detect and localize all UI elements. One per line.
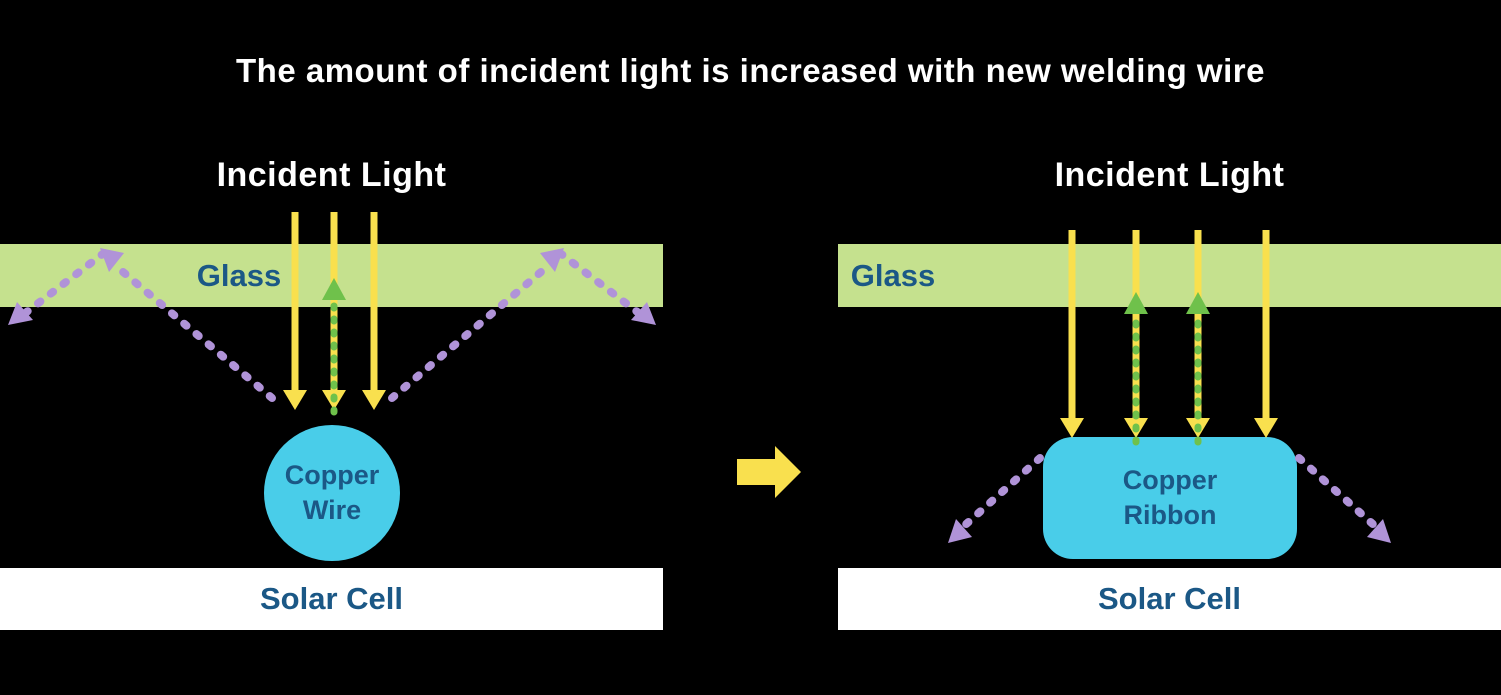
right-incident-light-label: Incident Light <box>1054 156 1285 194</box>
left-solar-cell-label: Solar Cell <box>260 581 403 616</box>
left-glass-label: Glass <box>196 257 282 293</box>
transform-arrow-icon <box>737 446 801 498</box>
right-reflected-ray-icon <box>1124 292 1210 446</box>
right-solar-cell-label: Solar Cell <box>1098 581 1241 616</box>
left-solar-cell-bar: Solar Cell <box>0 568 663 630</box>
diagram-title: The amount of incident light is increase… <box>236 52 1265 89</box>
left-incident-light-label: Incident Light <box>216 156 447 194</box>
copper-ribbon-label-line2: Ribbon <box>1123 500 1217 530</box>
right-glass-bar <box>838 244 1501 307</box>
copper-wire-label-line2: Wire <box>302 495 362 525</box>
copper-wire-label-line1: Copper <box>284 459 380 490</box>
right-glass-label: Glass <box>850 257 936 293</box>
copper-ribbon-shape: Copper Ribbon <box>1043 437 1297 559</box>
copper-wire-shape: Copper Wire <box>264 425 400 561</box>
left-incident-ray-icon <box>283 212 386 410</box>
right-solar-cell-bar: Solar Cell <box>838 568 1501 630</box>
copper-ribbon-label-line1: Copper <box>1122 464 1218 495</box>
